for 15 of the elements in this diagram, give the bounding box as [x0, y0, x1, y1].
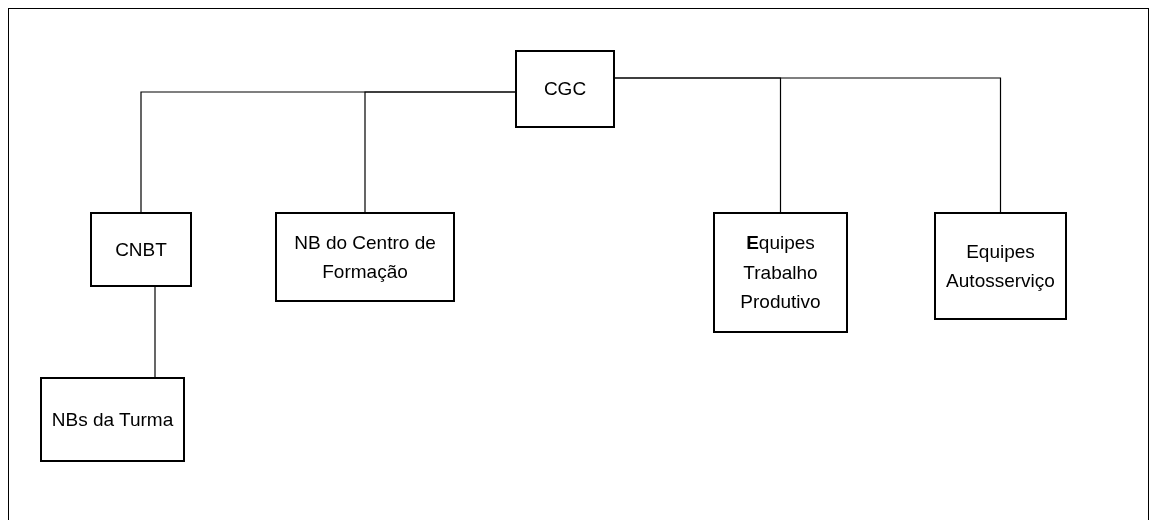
box-label: NBs da Turma [51, 407, 174, 432]
org-box [713, 212, 848, 333]
box-label: Equipes Autosserviço [945, 239, 1056, 293]
box-label: CNBT [115, 237, 167, 262]
org-box [90, 212, 192, 287]
org-box [515, 50, 615, 128]
connector-line [614, 77, 1002, 213]
box-label: Equipes Trabalho Produtivo [739, 231, 822, 315]
box-label: NB do Centro de Formação [293, 230, 437, 284]
box-label: CGC [543, 77, 587, 102]
connector-line [364, 91, 516, 213]
connector-line [154, 286, 156, 378]
org-box [40, 377, 185, 462]
org-box [934, 212, 1067, 320]
org-box [275, 212, 455, 302]
